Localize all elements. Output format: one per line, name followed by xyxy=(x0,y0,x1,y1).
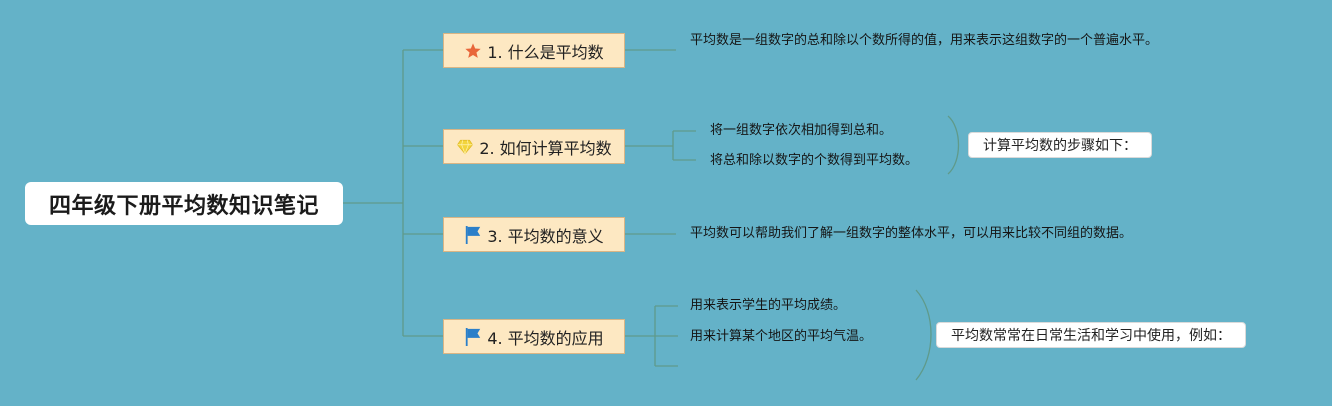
flag-icon xyxy=(464,225,482,245)
detail-definition: 平均数是一组数字的总和除以个数所得的值，用来表示这组数字的一个普遍水平。 xyxy=(690,33,1159,48)
topic-label: 4. 平均数的应用 xyxy=(487,328,604,348)
detail-application-temperature: 用来计算某个地区的平均气温。 xyxy=(690,329,873,344)
flag-icon xyxy=(464,327,482,347)
topic-how-to-calculate[interactable]: 2. 如何计算平均数 xyxy=(443,129,625,164)
topic-applications[interactable]: 4. 平均数的应用 xyxy=(443,319,625,354)
gem-icon xyxy=(456,138,474,156)
topic-what-is-average[interactable]: 1. 什么是平均数 xyxy=(443,33,625,68)
detail-meaning: 平均数可以帮助我们了解一组数字的整体水平，可以用来比较不同组的数据。 xyxy=(690,226,1133,241)
topic-label: 1. 什么是平均数 xyxy=(487,42,604,62)
star-icon xyxy=(464,42,482,60)
topic-label: 3. 平均数的意义 xyxy=(487,226,604,246)
summary-usage[interactable]: 平均数常常在日常生活和学习中使用，例如： xyxy=(936,322,1246,348)
detail-step-divide: 将总和除以数字的个数得到平均数。 xyxy=(710,153,919,168)
summary-calculation-steps[interactable]: 计算平均数的步骤如下： xyxy=(968,132,1152,158)
root-title: 四年级下册平均数知识笔记 xyxy=(48,193,319,219)
root-topic[interactable]: 四年级下册平均数知识笔记 xyxy=(25,182,343,225)
topic-meaning[interactable]: 3. 平均数的意义 xyxy=(443,217,625,252)
topic-label: 2. 如何计算平均数 xyxy=(479,138,612,158)
detail-step-sum: 将一组数字依次相加得到总和。 xyxy=(710,123,893,138)
detail-application-scores: 用来表示学生的平均成绩。 xyxy=(690,298,847,313)
